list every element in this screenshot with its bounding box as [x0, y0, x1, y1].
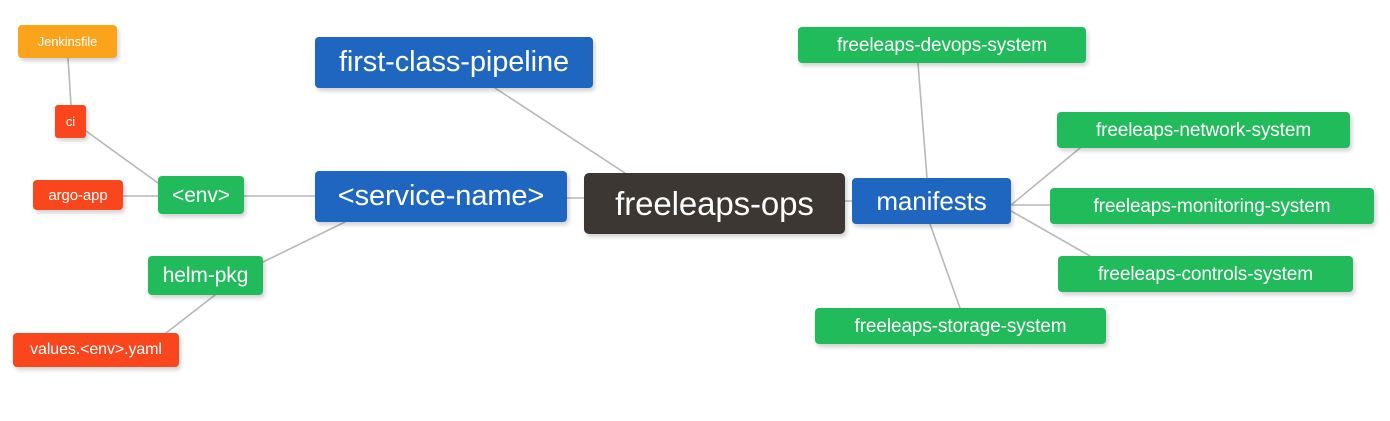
node-label: Jenkinsfile	[37, 34, 98, 49]
node-freeleaps-devops-system[interactable]: freeleaps-devops-system	[798, 27, 1086, 63]
node-label: manifests	[876, 186, 987, 216]
node-label: ci	[65, 114, 76, 129]
node-freeleaps-controls-system[interactable]: freeleaps-controls-system	[1058, 256, 1353, 292]
node-label: helm-pkg	[162, 264, 249, 287]
node-env[interactable]: <env>	[158, 176, 244, 214]
node-label: freeleaps-ops	[615, 185, 814, 222]
edge-manifests-to-freeleaps-devops-system	[917, 62, 928, 179]
node-helm-pkg[interactable]: helm-pkg	[148, 256, 263, 295]
node-label: freeleaps-storage-system	[854, 315, 1067, 337]
edge-ci-to-env	[85, 130, 159, 184]
edge-jenkinsfile-to-ci	[67, 57, 72, 106]
node-manifests[interactable]: manifests	[852, 178, 1011, 224]
node-freeleaps-storage-system[interactable]: freeleaps-storage-system	[815, 308, 1106, 344]
node-freeleaps-network-system[interactable]: freeleaps-network-system	[1057, 112, 1350, 148]
node-ci[interactable]: ci	[55, 105, 86, 138]
edge-helm-pkg-to-service-name	[262, 221, 346, 263]
node-service-name[interactable]: <service-name>	[315, 171, 567, 222]
node-jenkinsfile[interactable]: Jenkinsfile	[18, 25, 117, 58]
node-label: argo-app	[48, 186, 108, 204]
node-label: freeleaps-network-system	[1095, 119, 1312, 141]
node-freeleaps-monitoring-system[interactable]: freeleaps-monitoring-system	[1050, 188, 1374, 224]
node-label: freeleaps-monitoring-system	[1093, 195, 1331, 217]
node-label: freeleaps-controls-system	[1097, 263, 1314, 285]
edge-manifests-to-freeleaps-storage-system	[929, 223, 961, 309]
edge-values-yaml-to-helm-pkg	[165, 294, 216, 334]
node-label: <env>	[172, 183, 230, 207]
node-label: values.<env>.yaml	[30, 341, 162, 358]
node-first-class-pipeline[interactable]: first-class-pipeline	[315, 37, 593, 88]
node-argo-app[interactable]: argo-app	[33, 180, 123, 210]
node-values-yaml[interactable]: values.<env>.yaml	[13, 333, 179, 367]
node-label: <service-name>	[337, 180, 545, 212]
node-freeleaps-ops[interactable]: freeleaps-ops	[584, 173, 845, 234]
node-label: first-class-pipeline	[338, 46, 570, 78]
edge-first-class-pipeline-to-freeleaps-ops	[494, 87, 626, 174]
node-label: freeleaps-devops-system	[837, 34, 1047, 56]
